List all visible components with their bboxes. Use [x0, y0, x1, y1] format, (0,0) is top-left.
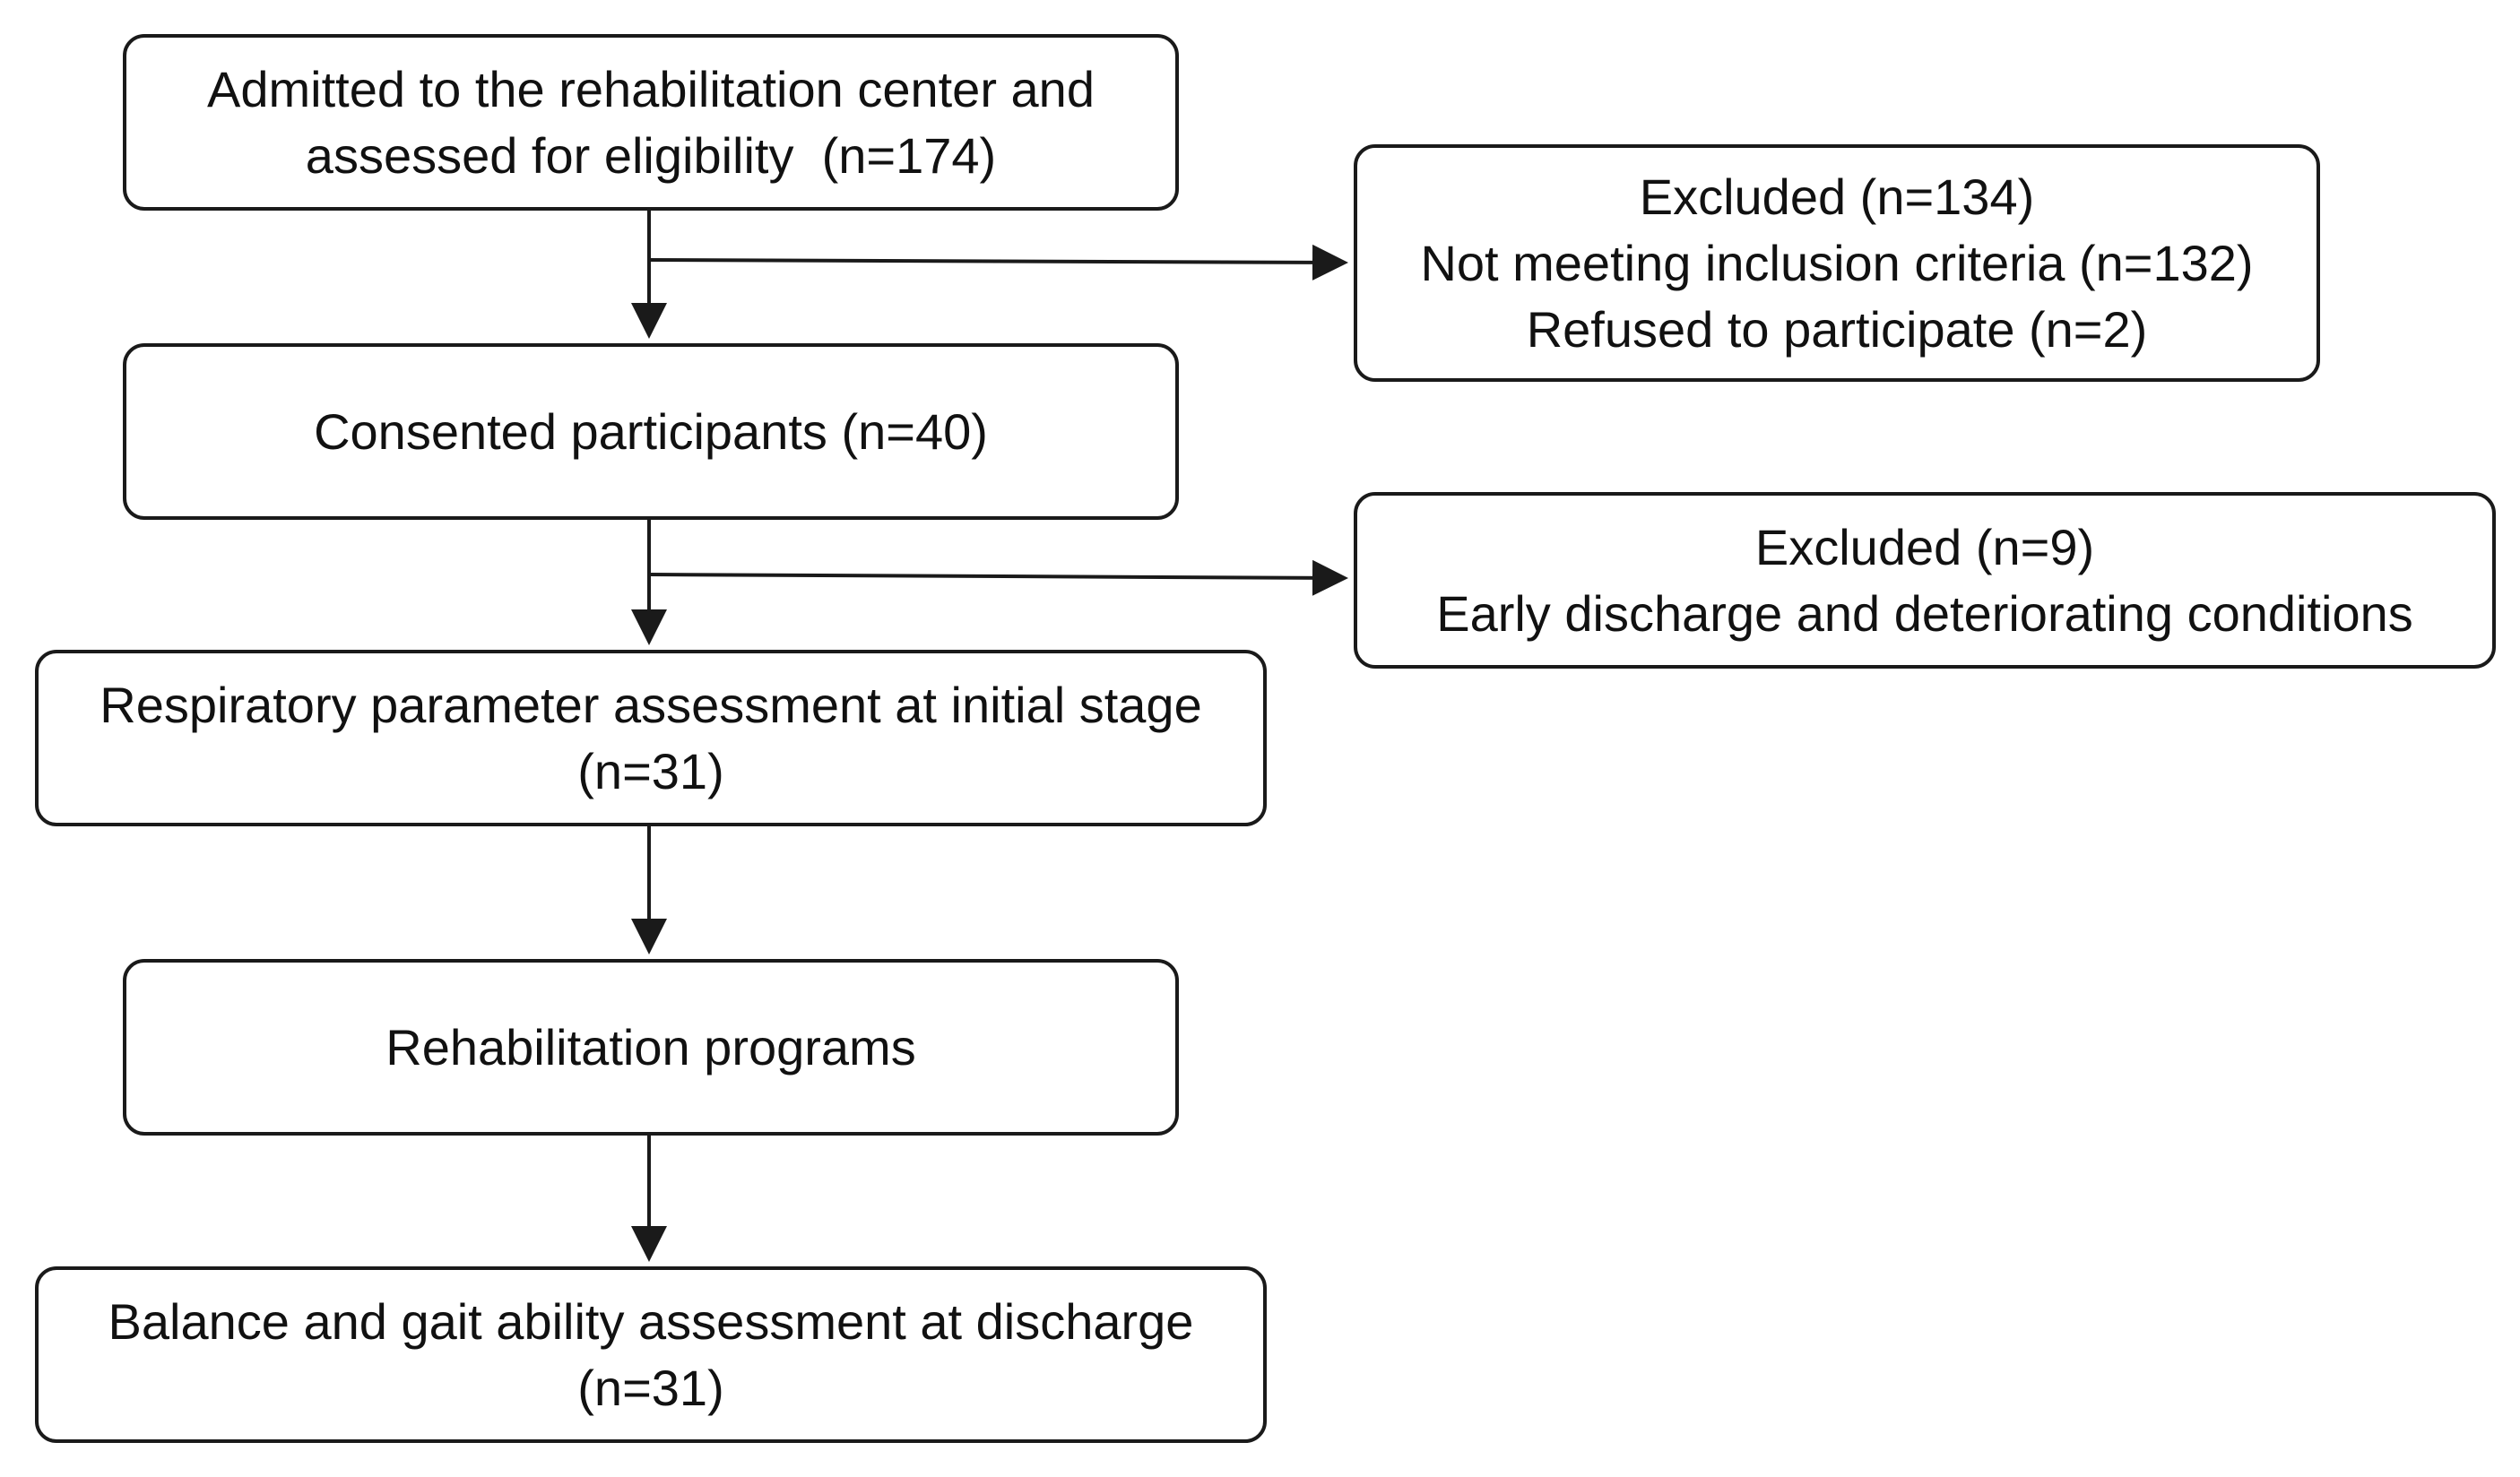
- excluded-second-line-1: Excluded (n=9): [1754, 518, 2095, 575]
- excluded-first-line-2: Not meeting inclusion criteria (n=132): [1420, 234, 2254, 291]
- respiratory-assessment-box: Respiratory parameter assessment at init…: [35, 650, 1267, 826]
- respiratory-line-2: (n=31): [577, 742, 724, 799]
- rehab-line-1: Rehabilitation programs: [385, 1018, 916, 1075]
- rehabilitation-programs-box: Rehabilitation programs: [123, 959, 1179, 1136]
- arrow-to-excluded-first: [648, 244, 1348, 281]
- consented-line-1: Consented participants (n=40): [314, 402, 988, 460]
- balance-line-1: Balance and gait ability assessment at d…: [108, 1292, 1194, 1350]
- admitted-line-1: Admitted to the rehabilitation center an…: [207, 60, 1095, 117]
- balance-line-2: (n=31): [577, 1359, 724, 1416]
- admitted-line-2: assessed for eligibility (n=174): [305, 126, 997, 184]
- admitted-box: Admitted to the rehabilitation center an…: [123, 34, 1179, 211]
- excluded-first-box: Excluded (n=134) Not meeting inclusion c…: [1354, 144, 2320, 382]
- excluded-first-line-3: Refused to participate (n=2): [1526, 300, 2148, 358]
- excluded-first-line-1: Excluded (n=134): [1639, 168, 2035, 225]
- arrow-to-excluded-second: [648, 559, 1348, 596]
- consented-box: Consented participants (n=40): [123, 343, 1179, 520]
- excluded-second-box: Excluded (n=9) Early discharge and deter…: [1354, 492, 2496, 669]
- excluded-second-line-2: Early discharge and deteriorating condit…: [1436, 584, 2413, 642]
- respiratory-line-1: Respiratory parameter assessment at init…: [100, 676, 1202, 733]
- balance-assessment-box: Balance and gait ability assessment at d…: [35, 1266, 1267, 1443]
